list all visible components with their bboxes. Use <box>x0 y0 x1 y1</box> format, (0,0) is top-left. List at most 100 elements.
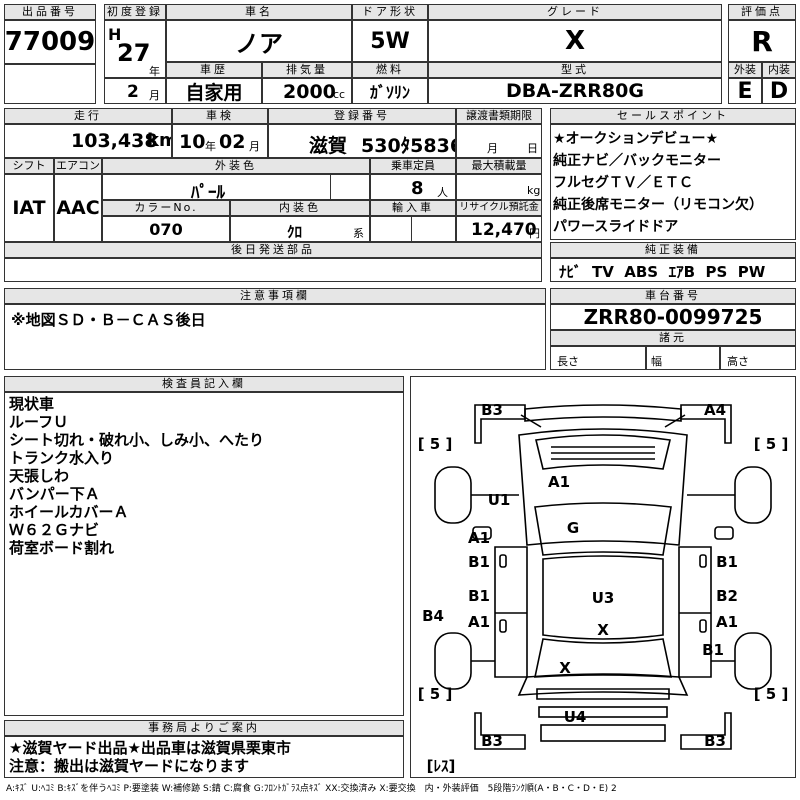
sales-points-label: セールスポイント <box>550 108 796 124</box>
front-right-bumper-outline <box>680 404 732 444</box>
damage-mark: U4 <box>564 708 587 726</box>
import-label: 輸入車 <box>370 200 456 216</box>
equipment-item: TV <box>591 263 614 281</box>
mileage-unit: km <box>147 130 171 151</box>
displacement-box: 2000 cc <box>262 78 352 104</box>
rear-bumper <box>538 706 668 718</box>
lot-no-label: 出品番号 <box>4 4 96 20</box>
rear-right-bumper-outline <box>680 712 732 750</box>
car-diagram-svg: [ 5 ] [ 5 ] [ 5 ] [ 5 ] [ﾚｽ] B3 A4 A1 U1… <box>418 401 789 775</box>
transfer-label: 譲渡書類期限 <box>456 108 542 124</box>
notes-text: ※地図ＳＤ・Ｂ－ＣＡＳ後日 <box>4 304 546 370</box>
equipment-item: ABS <box>624 263 659 281</box>
notes-label: 注意事項欄 <box>4 288 546 304</box>
damage-mark: A1 <box>716 613 738 631</box>
color-value: ﾊﾟｰﾙ <box>191 183 225 200</box>
inspector-item: Ｗ６２Ｇナビ <box>9 521 100 539</box>
damage-mark: B1 <box>468 553 490 571</box>
front-right-wheel <box>734 466 772 524</box>
damage-mark: X <box>597 621 609 639</box>
max-load-unit: kg <box>527 184 541 197</box>
damage-mark: B2 <box>716 587 738 605</box>
score-value: R <box>728 20 796 62</box>
plate-pref: 滋賀 <box>309 135 348 157</box>
first-reg-year-box: H 27 年 <box>104 20 166 78</box>
equipment-item: PW <box>737 263 766 281</box>
color-label: 外装色 <box>102 158 370 174</box>
damage-mark: X <box>559 659 571 677</box>
damage-mark: B1 <box>702 641 724 659</box>
mileage-label: 走行 <box>4 108 172 124</box>
capacity-label: 乗車定員 <box>370 158 456 174</box>
inspector-item: 天張しわ <box>9 467 70 485</box>
displacement-value: 2000 <box>283 81 336 103</box>
doors-value: 5W <box>352 20 428 62</box>
grade-label: グレード <box>428 4 722 20</box>
displacement-unit: cc <box>333 88 346 101</box>
fuel-value: ｶﾞｿﾘﾝ <box>352 78 428 104</box>
interior-score: D <box>762 78 796 104</box>
equipment-list: ﾅﾋﾞ TV ABS ｴｱB PS PW <box>550 258 796 282</box>
capacity-value: 8 <box>411 178 424 199</box>
rear-right-wheel <box>734 632 772 690</box>
lot-no-blank <box>4 64 96 104</box>
equipment-item: ｴｱB <box>668 263 696 281</box>
displacement-label: 排気量 <box>262 62 352 78</box>
car-name-label: 車名 <box>166 4 352 20</box>
color-no-label: カラーNo. <box>102 200 230 216</box>
damage-diagram: [ 5 ] [ 5 ] [ 5 ] [ 5 ] [ﾚｽ] B3 A4 A1 U1… <box>410 376 796 778</box>
inspector-item: 荷室ボード割れ <box>9 539 115 557</box>
exterior-label: 外装 <box>728 62 762 78</box>
inspector-notes: 現状車 ルーフＵ シート切れ・破れ小、しみ小、へたり トランク水入り 天張しわ … <box>4 392 404 716</box>
transfer-month-unit: 月 <box>487 142 498 155</box>
max-load-box: kg <box>456 174 542 200</box>
damage-mark: A4 <box>704 401 726 419</box>
damage-mark: U3 <box>592 589 615 607</box>
office-line: 注意：搬出は滋賀ヤードになります <box>9 757 250 775</box>
shift-label: シフト <box>4 158 54 174</box>
right-side-outline <box>678 546 712 678</box>
inspector-item: 現状車 <box>9 395 55 413</box>
rear-apron <box>540 724 666 742</box>
interior-color-label: 内装色 <box>230 200 370 216</box>
spare-tire-mark: [ﾚｽ] <box>427 757 456 775</box>
sales-point-item: ★オークションデビュー★ <box>553 131 719 147</box>
mileage-value: 103,438 <box>71 130 158 152</box>
rear-left-bumper-outline <box>474 712 526 750</box>
recycle-value: 12,470 <box>471 220 537 240</box>
equipment-item: ﾅﾋﾞ <box>559 263 582 281</box>
hood-outline <box>518 428 688 546</box>
recycle-label: リサイクル預託金 <box>456 200 542 216</box>
office-label: 事務局よりご案内 <box>4 720 404 736</box>
grade-value: X <box>428 20 722 62</box>
equipment-item: PS <box>705 263 728 281</box>
width-label: 幅 <box>646 346 720 370</box>
interior-label: 内装 <box>762 62 796 78</box>
month-unit: 月 <box>149 89 160 102</box>
first-reg-month-box: 2 月 <box>104 78 166 104</box>
model-value: DBA-ZRR80G <box>428 78 722 104</box>
capacity-box: 8 人 <box>370 174 456 200</box>
recycle-box: 12,470 円 <box>456 216 542 242</box>
sales-point-item: 純正ナビ／バックモニター <box>553 153 721 169</box>
specs-label: 諸元 <box>550 330 796 346</box>
era-value: H <box>108 25 122 44</box>
inspector-item: シート切れ・破れ小、しみ小、へたり <box>9 431 265 449</box>
windshield-outline <box>534 502 672 556</box>
transfer-box: 月 日 <box>456 124 542 158</box>
plate-label: 登録番号 <box>268 108 456 124</box>
import-box <box>370 216 456 242</box>
later-parts-box <box>4 258 542 282</box>
damage-mark: B1 <box>716 553 738 571</box>
inspection-year: 10 <box>179 131 206 153</box>
legend-text: A:ｷｽﾞ U:ﾍｺﾐ B:ｷｽﾞを伴うﾍｺﾐ P:要塗装 W:補修跡 S:錆 … <box>6 784 617 794</box>
damage-mark: B3 <box>704 732 726 750</box>
doors-label: ドア形状 <box>352 4 428 20</box>
damage-mark: A1 <box>468 613 490 631</box>
car-name-value: ノア <box>166 20 352 62</box>
inspection-month-unit: 月 <box>249 140 260 153</box>
height-label: 高さ <box>720 346 796 370</box>
tire-mark-fl: [ 5 ] <box>418 435 453 453</box>
damage-mark: A1 <box>468 529 490 547</box>
roof-outline <box>542 555 664 640</box>
